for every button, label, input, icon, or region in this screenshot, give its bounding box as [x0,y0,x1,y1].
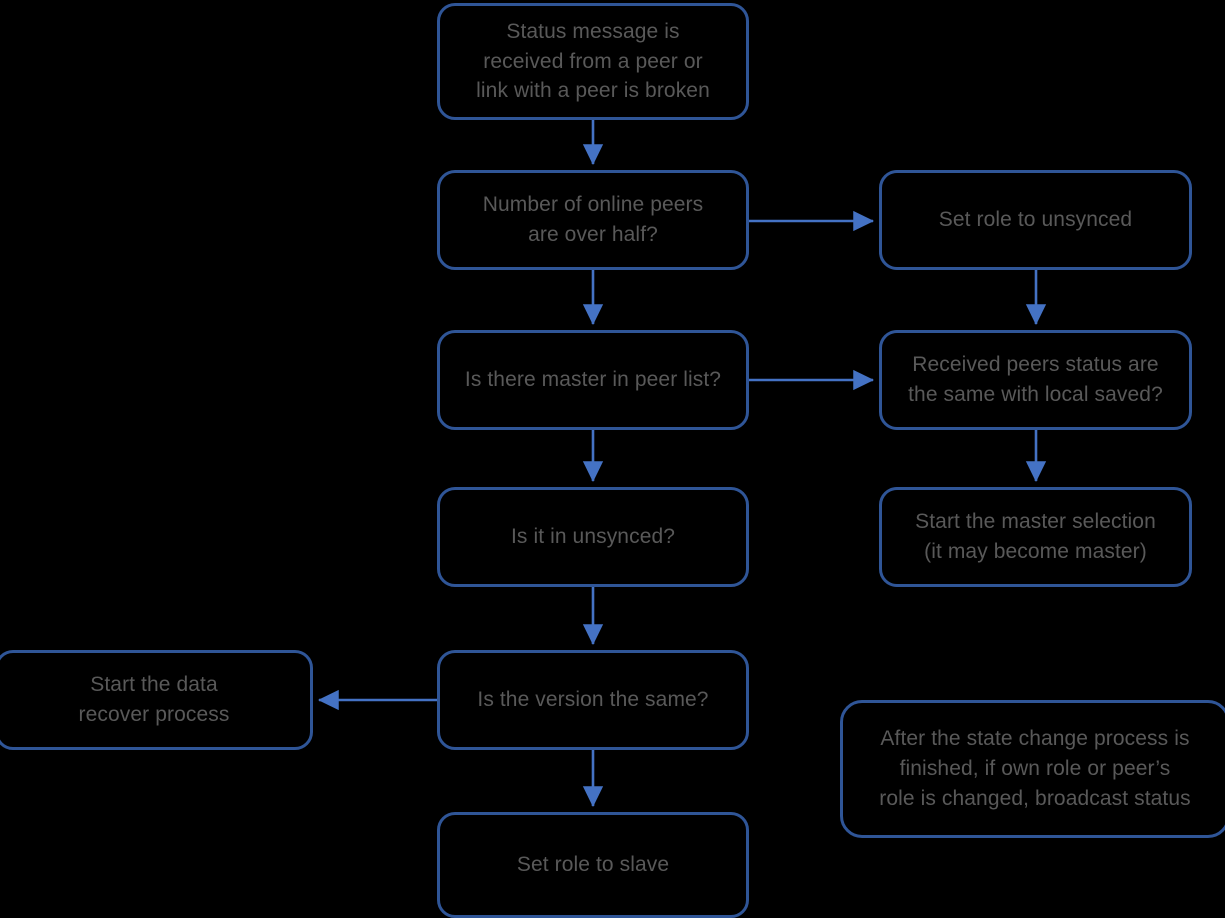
node-status-message-received[interactable]: Status message is received from a peer o… [437,3,749,120]
node-online-peers-over-half[interactable]: Number of online peers are over half? [437,170,749,270]
node-is-it-in-unsynced[interactable]: Is it in unsynced? [437,487,749,587]
node-set-role-to-unsynced[interactable]: Set role to unsynced [879,170,1192,270]
node-start-master-selection[interactable]: Start the master selection (it may becom… [879,487,1192,587]
node-start-data-recover-process[interactable]: Start the data recover process [0,650,313,750]
node-received-peers-status-same[interactable]: Received peers status are the same with … [879,330,1192,430]
node-master-in-peer-list[interactable]: Is there master in peer list? [437,330,749,430]
node-is-version-the-same[interactable]: Is the version the same? [437,650,749,750]
note-broadcast-status: After the state change process is finish… [840,700,1225,838]
node-set-role-to-slave[interactable]: Set role to slave [437,812,749,918]
